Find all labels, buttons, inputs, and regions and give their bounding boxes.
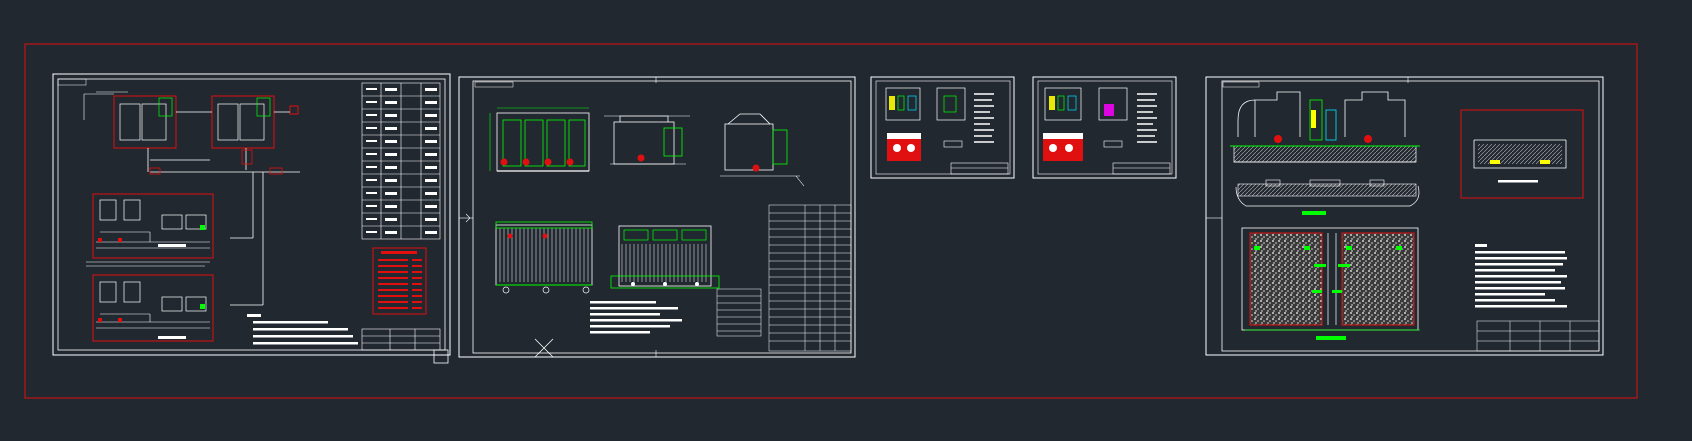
general-notes [247, 314, 358, 345]
piping-schematic-sheet[interactable] [52, 73, 451, 364]
title-block-1 [361, 328, 441, 351]
symbol-legend-table [361, 82, 441, 240]
anchor-detail-box [1460, 109, 1584, 199]
front-elevation-view [489, 107, 590, 172]
top-equipment-group [83, 91, 300, 175]
title-block-5 [1476, 320, 1600, 352]
side-elevation-view [604, 115, 690, 165]
pump-group-2 [86, 261, 214, 342]
component-list-table [716, 288, 762, 337]
foundation-section-view [1235, 179, 1420, 215]
tower-elevation-view [1230, 91, 1420, 163]
equipment-elevation-sheet[interactable] [458, 76, 856, 358]
plan-view-left [495, 221, 593, 294]
sheet-corner-marker [433, 349, 449, 364]
small-detail-sheet-2[interactable] [1032, 76, 1177, 179]
foundation-notes [1475, 244, 1567, 308]
x-mark-icon [534, 338, 554, 358]
small-detail-sheet-1[interactable] [870, 76, 1015, 179]
foundation-plan-sheet[interactable] [1205, 76, 1604, 356]
material-schedule-table [768, 204, 852, 352]
foundation-plan-view [1241, 227, 1420, 340]
pump-group-1 [92, 193, 214, 259]
end-elevation-view [720, 113, 805, 187]
spec-text-block [590, 301, 682, 334]
plan-view-right [610, 225, 720, 289]
outer-red-boundary [24, 43, 1638, 399]
parameter-table [372, 247, 427, 315]
legend-symbol-marks [366, 88, 437, 234]
